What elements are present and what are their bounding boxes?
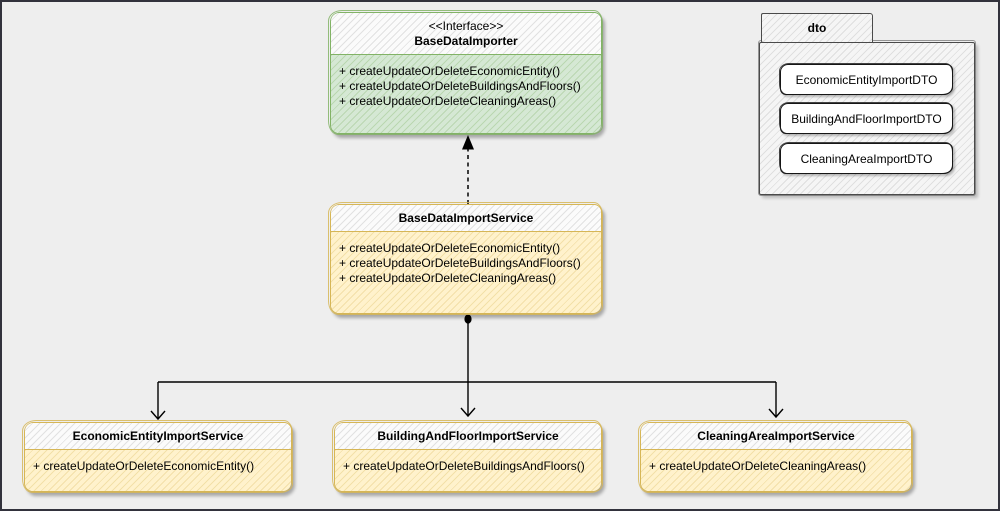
method-label: + createUpdateOrDeleteEconomicEntity() xyxy=(339,241,561,255)
dto-label: BuildingAndFloorImportDTO xyxy=(791,111,942,126)
class-title: BaseDataImportService xyxy=(398,211,534,225)
class-title: CleaningAreaImportService xyxy=(697,429,855,443)
package-tab-dto[interactable]: dto xyxy=(761,13,873,43)
dto-label: CleaningAreaImportDTO xyxy=(800,151,933,166)
package-title: dto xyxy=(807,21,827,35)
class-title: BuildingAndFloorImportService xyxy=(377,429,559,443)
method-label: + createUpdateOrDeleteBuildingsAndFloors… xyxy=(339,79,581,93)
realization-edge-service-to-interface xyxy=(462,135,474,204)
class-node-basedataimporter[interactable]: <<Interface>> BaseDataImporter + createU… xyxy=(328,10,603,135)
class-methods: + createUpdateOrDeleteEconomicEntity() xyxy=(25,450,291,491)
method-label: + createUpdateOrDeleteCleaningAreas() xyxy=(339,94,557,108)
method-label: + createUpdateOrDeleteEconomicEntity() xyxy=(339,64,561,78)
class-header: CleaningAreaImportService xyxy=(641,423,911,450)
dto-node-cleaningareaimportdto[interactable]: CleaningAreaImportDTO xyxy=(779,142,953,174)
class-methods: + createUpdateOrDeleteEconomicEntity() +… xyxy=(331,232,601,313)
class-node-buildingandfloorimportservice[interactable]: BuildingAndFloorImportService + createUp… xyxy=(332,420,603,493)
class-node-economicentityimportservice[interactable]: EconomicEntityImportService + createUpda… xyxy=(22,420,293,493)
class-title: EconomicEntityImportService xyxy=(72,429,244,443)
class-node-cleaningareaimportservice[interactable]: CleaningAreaImportService + createUpdate… xyxy=(638,420,913,493)
class-node-basedataimportservice[interactable]: BaseDataImportService + createUpdateOrDe… xyxy=(328,202,603,315)
dto-node-economicentityimportdto[interactable]: EconomicEntityImportDTO xyxy=(779,63,953,95)
class-methods: + createUpdateOrDeleteEconomicEntity() +… xyxy=(331,55,601,133)
method-label: + createUpdateOrDeleteCleaningAreas() xyxy=(649,459,867,473)
class-methods: + createUpdateOrDeleteCleaningAreas() xyxy=(641,450,911,491)
package-body-dto[interactable]: EconomicEntityImportDTO BuildingAndFloor… xyxy=(758,40,976,196)
method-label: + createUpdateOrDeleteBuildingsAndFloors… xyxy=(339,256,581,270)
class-header: BaseDataImportService xyxy=(331,205,601,232)
stereotype-label: <<Interface>> xyxy=(428,19,504,33)
class-header: EconomicEntityImportService xyxy=(25,423,291,450)
dto-node-buildingandfloorimportdto[interactable]: BuildingAndFloorImportDTO xyxy=(779,102,953,134)
delegation-edges xyxy=(150,314,784,421)
class-header: BuildingAndFloorImportService xyxy=(335,423,601,450)
method-label: + createUpdateOrDeleteCleaningAreas() xyxy=(339,271,557,285)
method-label: + createUpdateOrDeleteBuildingsAndFloors… xyxy=(343,459,585,473)
method-label: + createUpdateOrDeleteEconomicEntity() xyxy=(33,459,255,473)
class-header: <<Interface>> BaseDataImporter xyxy=(331,13,601,55)
dto-label: EconomicEntityImportDTO xyxy=(795,72,938,87)
class-methods: + createUpdateOrDeleteBuildingsAndFloors… xyxy=(335,450,601,491)
class-title: BaseDataImporter xyxy=(414,34,518,48)
